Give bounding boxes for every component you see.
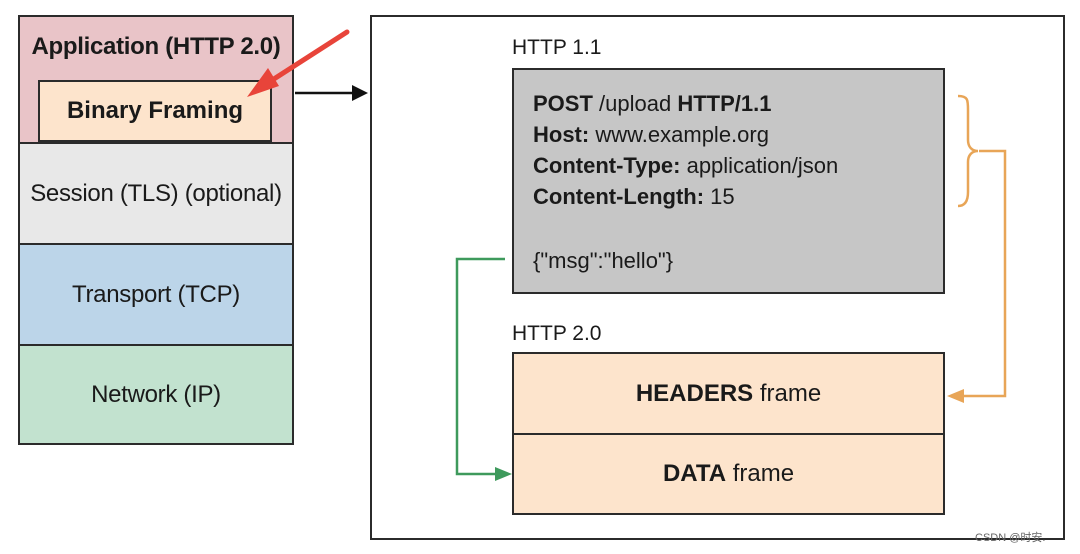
header-value: www.example.org [589,122,769,147]
headers-frame-type: HEADERS [635,379,754,407]
header-name: Host: [533,122,590,147]
transport-layer-label: Transport (TCP) [72,280,240,308]
header-line-content-type: Content-Type: application/json [533,150,943,181]
http2-label: HTTP 2.0 [512,322,602,345]
header-value: 15 [704,184,735,209]
data-frame-suffix: frame [726,460,795,487]
data-frame: DATA frame [512,433,945,515]
http11-label: HTTP 1.1 [512,36,602,59]
header-line-content-length: Content-Length: 15 [533,181,943,212]
request-method: POST [533,91,593,116]
request-body: {"msg":"hello"} [533,248,674,273]
header-name: Content-Length: [533,184,705,209]
session-layer: Session (TLS) (optional) [18,142,294,245]
data-frame-type: DATA [662,460,727,487]
binary-framing-label: Binary Framing [66,97,244,124]
network-layer: Network (IP) [18,344,294,445]
network-layer-label: Network (IP) [91,380,221,408]
headers-frame-suffix: frame [753,379,822,407]
request-version: HTTP/1.1 [677,91,772,116]
http11-request-box: POST /upload HTTP/1.1 Host: www.example.… [512,68,945,294]
request-path: /upload [592,91,678,116]
stack-to-panel-arrowhead [352,85,368,101]
header-value: application/json [680,153,839,178]
application-layer-label: Application (HTTP 2.0) [31,33,281,60]
request-line: POST /upload HTTP/1.1 [533,88,943,119]
watermark: CSDN @时安. [975,532,1046,544]
session-layer-label: Session (TLS) (optional) [30,179,282,207]
headers-frame: HEADERS frame [512,352,945,435]
binary-framing-layer: Binary Framing [38,80,272,142]
transport-layer: Transport (TCP) [18,243,294,346]
header-line-host: Host: www.example.org [533,119,943,150]
header-name: Content-Type: [533,153,681,178]
